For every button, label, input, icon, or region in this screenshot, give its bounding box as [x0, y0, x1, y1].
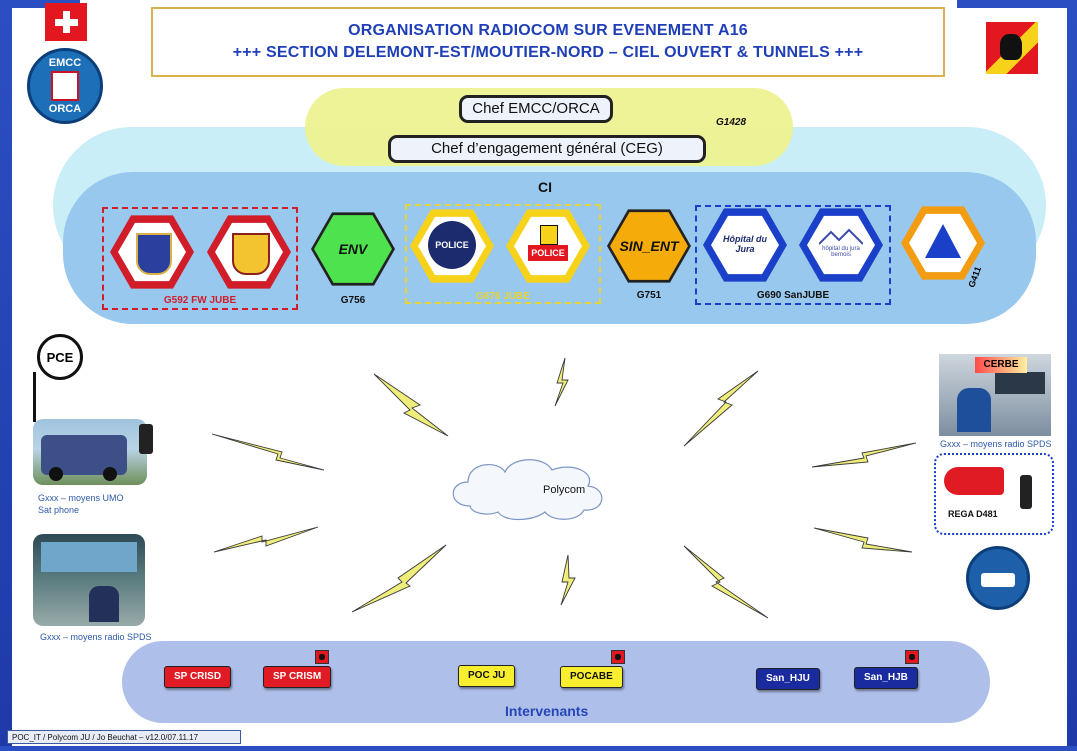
operator-icon	[89, 586, 119, 622]
frame-left-bar	[0, 0, 12, 751]
shield-icon	[51, 71, 79, 101]
hospital-be-text: hôpital du jura bernois	[822, 246, 860, 258]
bern-mini-flag-icon	[315, 650, 329, 664]
polycom-cloud-label: Polycom	[543, 484, 586, 496]
fw-be-hexagon[interactable]	[207, 215, 291, 289]
cerbe-label: CERBE	[975, 357, 1027, 373]
emergency-144-logo	[966, 546, 1030, 610]
police-be-hexagon[interactable]: POLICE	[506, 209, 590, 283]
badge-san-hju[interactable]: San_HJU	[756, 668, 820, 690]
hospital-group-box	[695, 205, 891, 305]
helicopter-icon	[944, 467, 1004, 495]
polycom-cloud-icon	[452, 459, 603, 521]
fw-group-box	[102, 207, 298, 310]
fw-be-crest-icon	[232, 233, 270, 275]
frame-top-left-bar	[0, 0, 80, 8]
mountain-icon	[819, 228, 863, 245]
swiss-flag-icon	[45, 3, 87, 41]
bern-mini-flag-icon	[611, 650, 625, 664]
bern-mini-flag-icon	[905, 650, 919, 664]
chef-code-label: G1428	[716, 117, 747, 128]
police-ju-hexagon[interactable]: POLICE	[410, 209, 494, 283]
police-be-crest-icon	[540, 225, 558, 245]
rega-group-box: REGA D481	[934, 453, 1054, 535]
frame-right-bar	[1067, 0, 1077, 751]
umo-caption-line1: Gxxx – moyens UMO	[38, 493, 124, 503]
bern-flag-icon	[986, 22, 1038, 74]
intervenants-label: Intervenants	[505, 703, 589, 719]
hospital-ju-text: Hôpital du Jura	[723, 234, 767, 254]
radio-handset-icon	[139, 424, 153, 454]
fw-ju-crest-icon	[136, 233, 172, 275]
spds-left-caption: Gxxx – moyens radio SPDS	[40, 632, 152, 642]
chef-ceg-box[interactable]: Chef d’engagement général (CEG)	[388, 135, 706, 163]
monitor-wall-icon	[41, 542, 137, 572]
footer-version: POC_IT / Polycom JU / Jo Beuchat – v12.0…	[7, 730, 241, 744]
env-label: ENV	[338, 241, 368, 257]
umo-caption-line2: Sat phone	[38, 505, 80, 515]
emcc-logo-bottom-text: ORCA	[48, 103, 82, 115]
env-code: G756	[340, 295, 366, 306]
civil-protection-triangle-icon	[925, 224, 961, 258]
badge-sp-crism[interactable]: SP CRISM	[263, 666, 332, 688]
sin-ent-hexagon[interactable]: SIN_ENT	[607, 209, 691, 283]
police-group-label: G876 JUBE	[476, 291, 530, 302]
chef-emcc-box[interactable]: Chef EMCC/ORCA	[459, 95, 613, 123]
radio-link-lightning-icons	[211, 357, 917, 619]
badge-pocabe[interactable]: POCABE	[560, 666, 623, 688]
spds-right-caption: Gxxx – moyens radio SPDS	[940, 439, 1052, 449]
pce-circle[interactable]: PCE	[37, 334, 83, 380]
badge-sp-crisd[interactable]: SP CRISD	[164, 666, 232, 688]
pce-connector-line	[33, 372, 36, 422]
frame-top-right-bar	[957, 0, 1077, 8]
police-group-box	[405, 204, 601, 304]
hospital-group-label: G690 SanJUBE	[756, 290, 830, 301]
badge-san-hjb[interactable]: San_HJB	[854, 667, 918, 689]
police-be-badge-icon: POLICE	[528, 245, 568, 261]
spds-control-room-photo	[33, 534, 145, 626]
title-box: ORGANISATION RADIOCOM SUR EVENEMENT A16 …	[151, 7, 945, 77]
monitor-icon	[995, 372, 1045, 394]
title-line-2: +++ SECTION DELEMONT-EST/MOUTIER-NORD – …	[232, 44, 864, 61]
umo-vehicle-photo	[33, 419, 147, 485]
sin-ent-label: SIN_ENT	[619, 238, 679, 254]
rega-label: REGA D481	[948, 509, 998, 519]
operator-icon	[957, 388, 991, 432]
fw-group-label: G592 FW JUBE	[163, 295, 237, 306]
emcc-orca-logo: EMCC ORCA	[27, 48, 103, 124]
ci-label: CI	[538, 179, 552, 195]
police-ju-badge-icon: POLICE	[428, 221, 476, 269]
title-line-1: ORGANISATION RADIOCOM SUR EVENEMENT A16	[348, 22, 748, 39]
emcc-logo-top-text: EMCC	[48, 57, 82, 69]
radio-handset-icon	[1020, 475, 1032, 509]
sin-ent-code: G751	[636, 290, 662, 301]
badge-poc-ju[interactable]: POC JU	[458, 665, 516, 687]
frame-bottom-bar	[0, 746, 1077, 751]
